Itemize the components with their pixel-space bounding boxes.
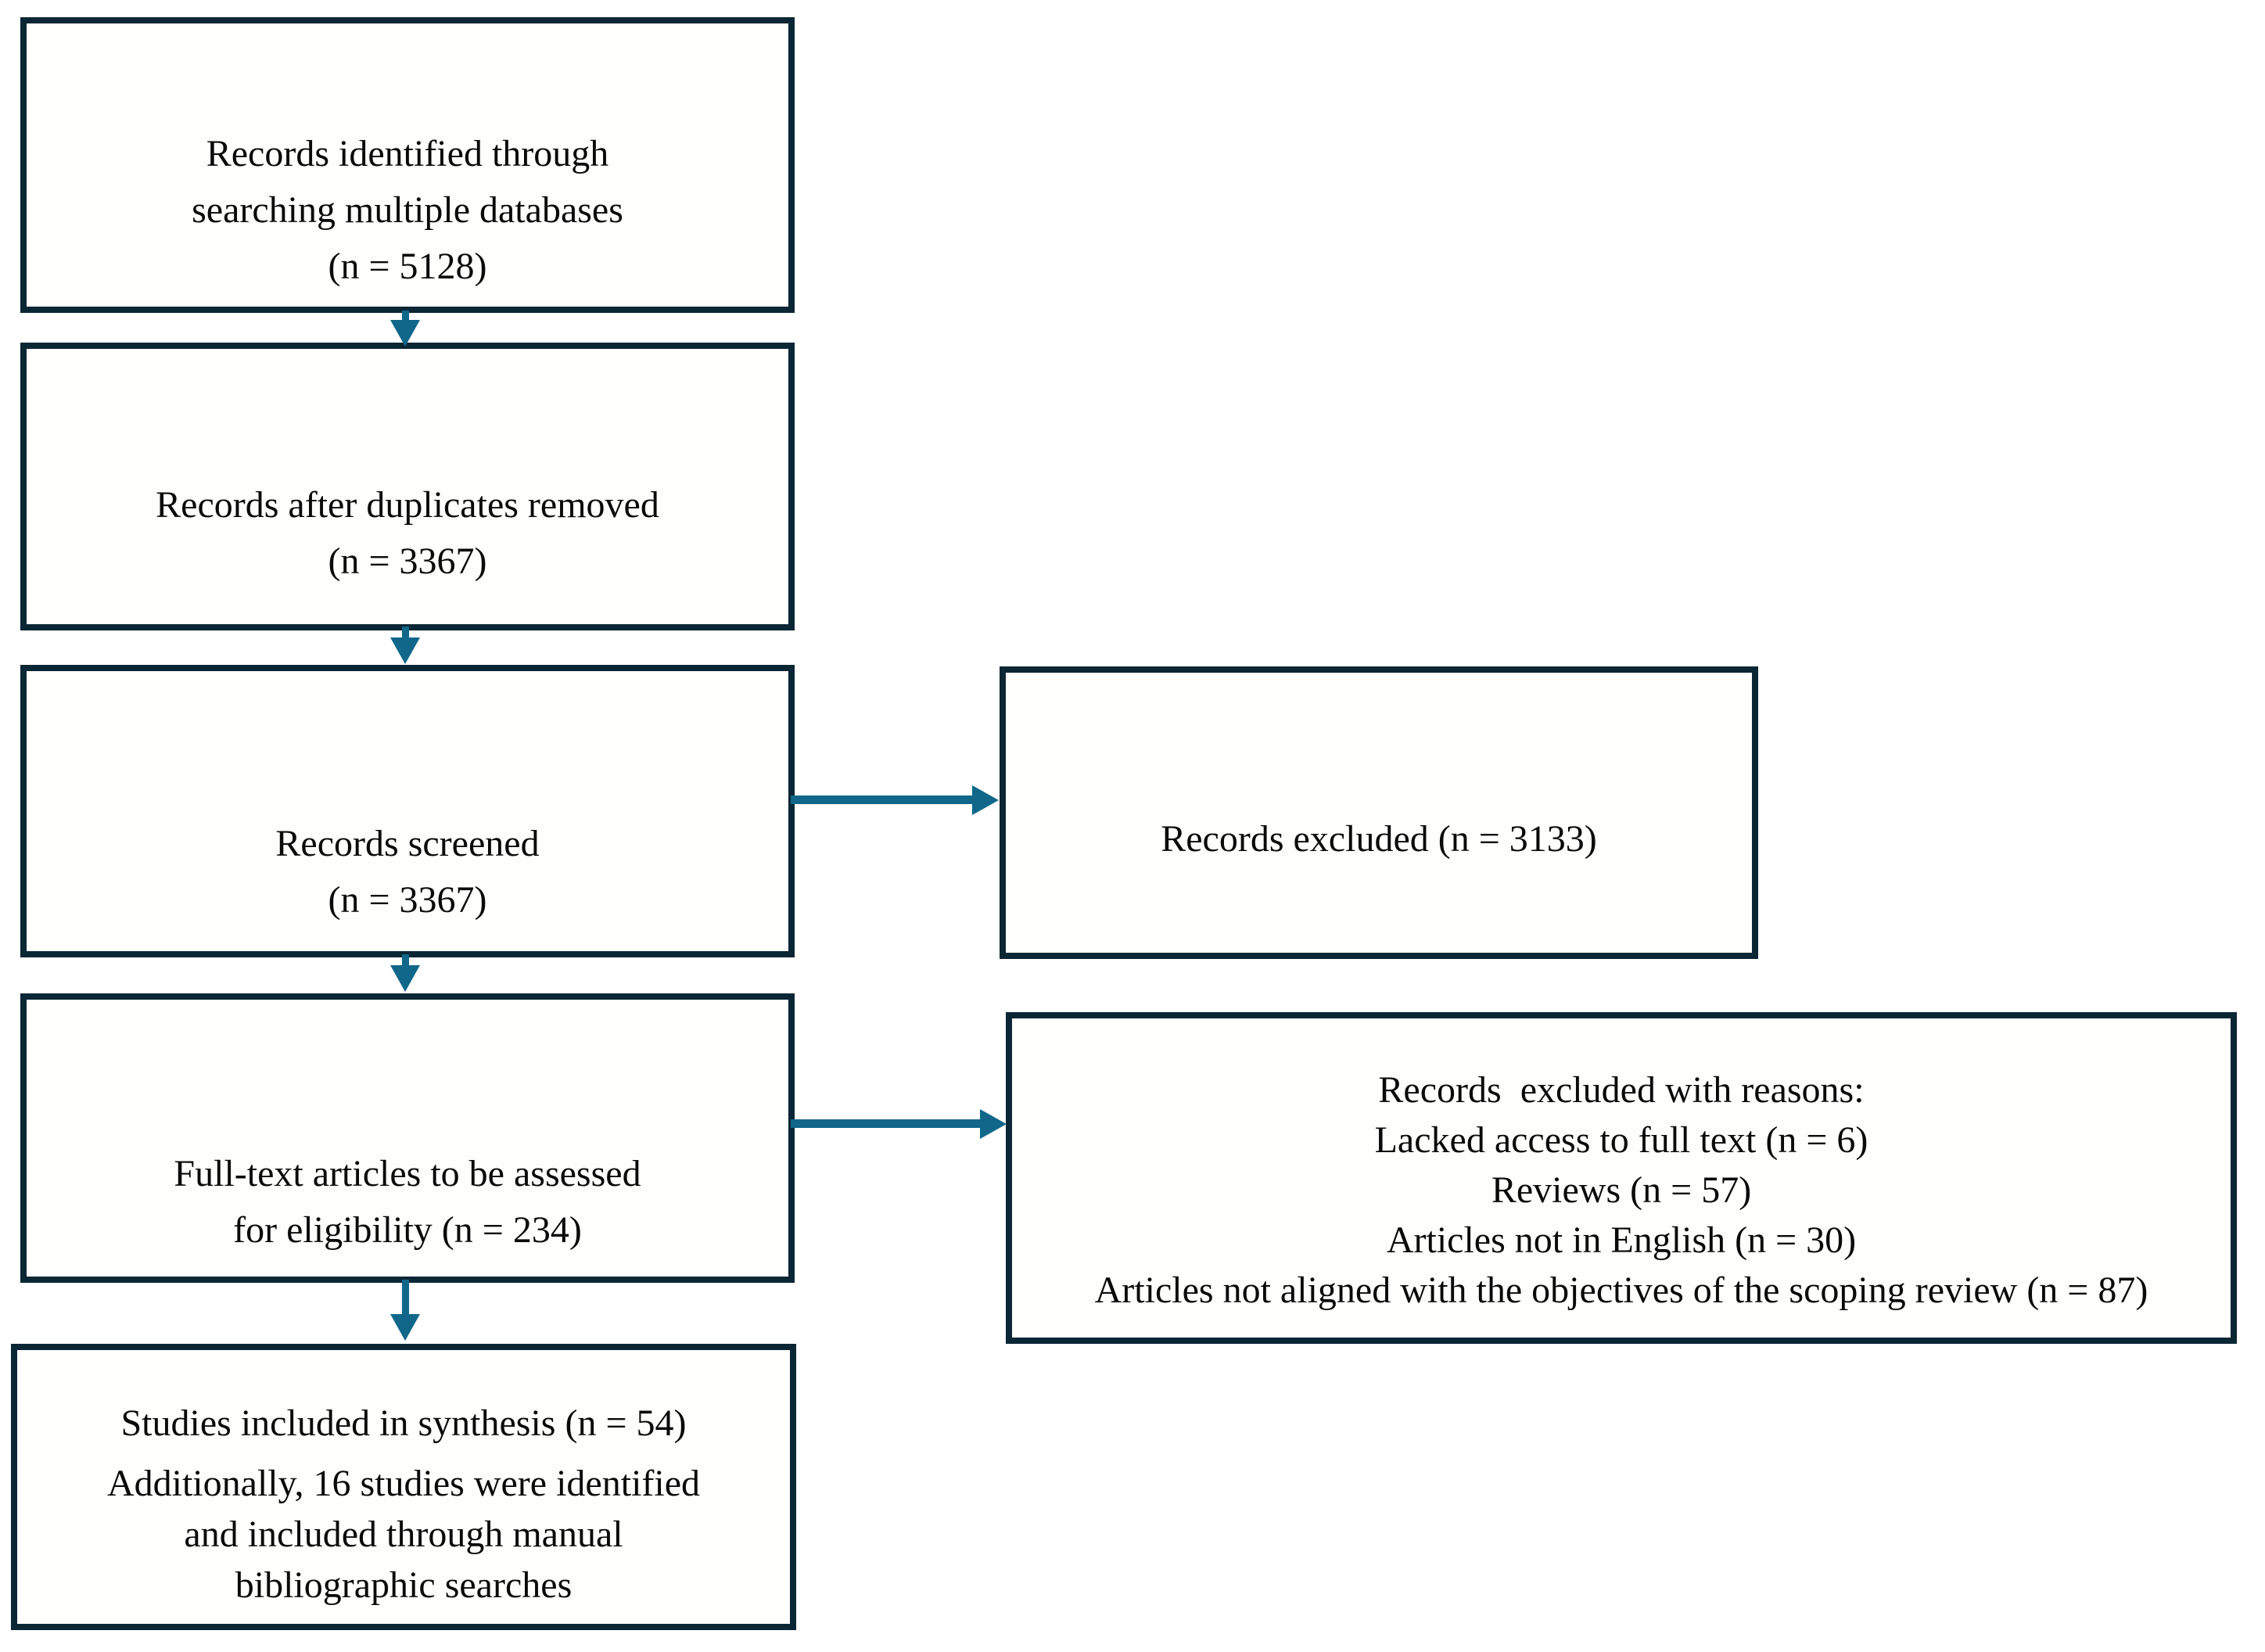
box-text: Records excluded with reasons: Lacked ac… (1012, 1065, 2231, 1316)
arrow-down-head-icon (390, 965, 420, 992)
text-line: Records identified through (206, 133, 609, 174)
arrow-right-head-icon (972, 785, 999, 815)
text-line: Articles not aligned with the objectives… (1094, 1270, 2148, 1311)
arrow-down-identified-to-deduplicated (402, 311, 409, 321)
text-line: bibliographic searches (235, 1564, 573, 1606)
box-text: Records excluded (n = 3133) (1006, 811, 1752, 867)
box-text: Records identified through searching mul… (27, 126, 788, 295)
text-line: Records excluded with reasons: (1378, 1069, 1865, 1111)
text-line: and included through manual (184, 1514, 623, 1555)
box-text: Records screened (n = 3367) (27, 816, 788, 928)
arrow-right-head-icon (980, 1109, 1007, 1139)
text-line: Additionally, 16 studies were identified (106, 1463, 701, 1504)
text-line: for eligibility (n = 234) (233, 1209, 582, 1251)
arrow-down-head-icon (390, 637, 420, 664)
box-records-excluded: Records excluded (n = 3133) (1000, 666, 1758, 959)
text-line: Reviews (n = 57) (1491, 1169, 1752, 1211)
box-excluded-with-reasons: Records excluded with reasons: Lacked ac… (1006, 1012, 2237, 1344)
box-duplicates-removed: Records after duplicates removed (n = 33… (20, 343, 795, 630)
arrow-right-screened-to-excluded (791, 795, 975, 804)
arrow-down-deduplicated-to-screened (402, 627, 409, 639)
box-text: Full-text articles to be assessed for el… (27, 1146, 788, 1259)
text-line: Full-text articles to be assessed (174, 1153, 641, 1194)
text-line: Records screened (275, 823, 540, 864)
text-line: Records excluded (n = 3133) (1161, 818, 1597, 860)
arrow-down-fulltext-to-included (402, 1280, 409, 1316)
box-records-screened: Records screened (n = 3367) (20, 665, 795, 957)
text-line: Articles not in English (n = 30) (1386, 1219, 1857, 1261)
text-line: Studies included in synthesis (n = 54) (120, 1402, 687, 1444)
text-line: (n = 3367) (328, 879, 487, 921)
box-studies-included: Studies included in synthesis (n = 54) A… (11, 1344, 796, 1630)
text-line: Lacked access to full text (n = 6) (1374, 1119, 1868, 1161)
box-fulltext-assessed: Full-text articles to be assessed for el… (20, 993, 795, 1283)
box-text: Studies included in synthesis (n = 54) A… (17, 1398, 790, 1611)
text-line: (n = 5128) (328, 246, 487, 287)
text-line: Records after duplicates removed (156, 484, 659, 526)
arrow-down-screened-to-fulltext (402, 954, 409, 967)
arrow-down-head-icon (390, 1314, 420, 1341)
arrow-right-fulltext-to-excluded-reasons (791, 1119, 983, 1128)
arrow-down-head-icon (390, 320, 420, 347)
box-records-identified: Records identified through searching mul… (20, 17, 795, 313)
text-line: (n = 3367) (328, 540, 487, 582)
box-text: Records after duplicates removed (n = 33… (27, 477, 788, 590)
text-line: searching multiple databases (192, 189, 623, 231)
